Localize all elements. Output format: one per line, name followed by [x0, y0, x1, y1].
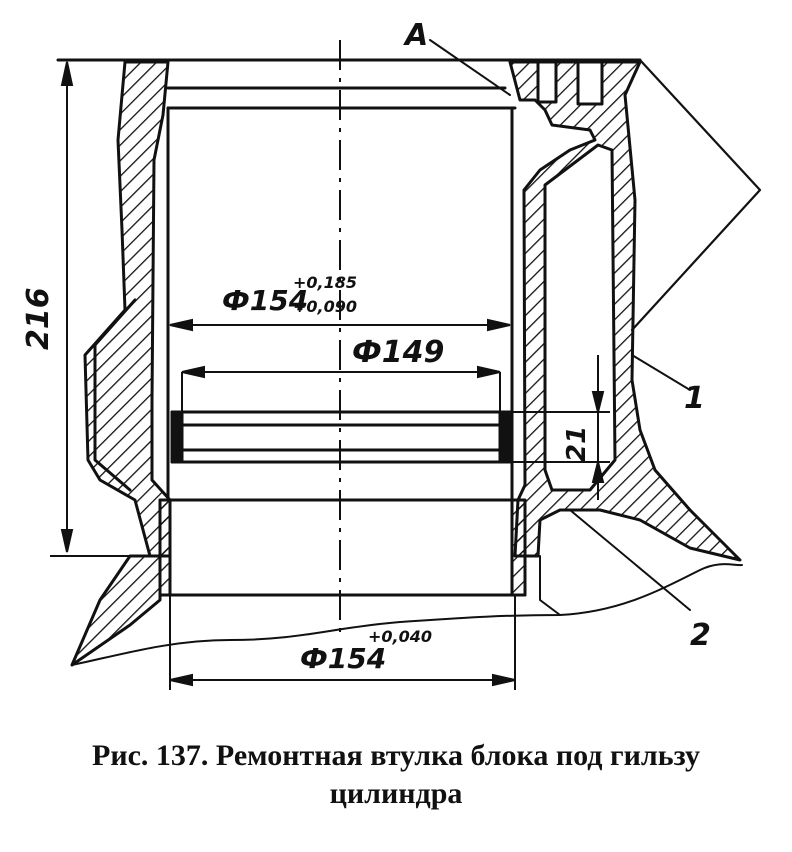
dim-d-lower-arrow-r [492, 673, 516, 687]
label-d-upper-tol-top: +0,185 [293, 273, 357, 292]
label-height: 216 [21, 287, 56, 350]
label-d-upper: Ф154 [222, 284, 308, 317]
label-d-lower: Ф154 [300, 642, 386, 675]
bolt-hole-2 [576, 60, 604, 106]
label-d-lower-tol: +0,040 [368, 627, 432, 646]
label-d-mid: Ф149 [352, 335, 444, 370]
bolt-hole-1 [536, 60, 558, 104]
dim-21-arrow-bottom [591, 461, 605, 483]
seal-ring-right-black [498, 410, 514, 464]
leader-1-tail [631, 354, 691, 391]
dim-d-mid-arrow-l [181, 365, 205, 379]
label-ring: 21 [562, 426, 592, 462]
dim-d-upper-arrow-r [487, 318, 511, 332]
figure-caption-line-1: Рис. 137. Ремонтная втулка блока под гил… [92, 739, 700, 772]
leader-a [429, 39, 511, 96]
dim-d-upper-arrow-l [169, 318, 193, 332]
label-part-2: 2 [690, 618, 711, 653]
left-water-jacket [93, 298, 137, 492]
dim-d-lower-arrow-l [169, 673, 193, 687]
leader-1 [630, 58, 762, 332]
engine-block-sleeve-drawing: A 216 Ф154 +0,185 +0,090 Ф149 21 Ф154 +0… [21, 18, 762, 690]
seal-ring-left-black [170, 410, 184, 464]
dim-d-mid-arrow-r [477, 365, 501, 379]
label-d-upper-tol-bot: +0,090 [293, 297, 357, 316]
dim-216-arrow-top [60, 61, 74, 86]
figure-caption-line-2: цилиндра [329, 777, 463, 810]
lower-right-contour [539, 555, 561, 616]
seal-ring [170, 410, 514, 464]
label-a: A [403, 18, 428, 53]
dim-216-arrow-bottom [60, 529, 74, 553]
label-part-1: 1 [684, 381, 705, 416]
lower-sleeve-right [510, 498, 527, 597]
leader-2 [569, 509, 691, 611]
dim-21-arrow-top [591, 391, 605, 413]
lower-break-line [71, 563, 743, 666]
